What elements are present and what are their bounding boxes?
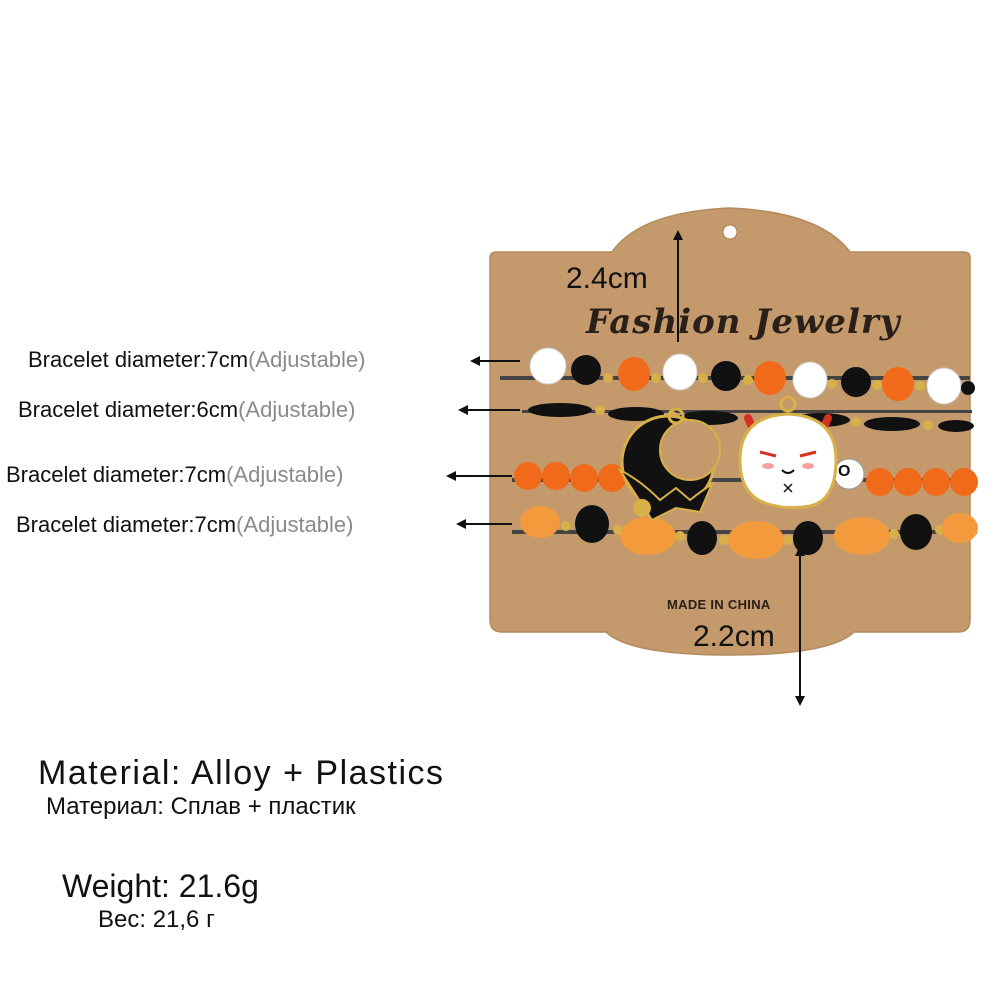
card-dimension-label: 2.4cm: [566, 262, 648, 295]
ghost-pendant: [738, 395, 838, 510]
bracelet-3-diameter: Bracelet diameter:7cm: [6, 462, 227, 487]
weight-english: Weight: 21.6g: [62, 868, 259, 904]
pendant-dimension-label: 2.2cm: [693, 620, 775, 653]
bracelet-4: [512, 505, 978, 559]
material-english: Material: Alloy + Plastics: [38, 754, 445, 792]
bracelet-2-label: Bracelet diameter:6cm(Adjustable): [18, 397, 355, 423]
jewelry-card: [489, 207, 971, 656]
bracelet-3-label: Bracelet diameter:7cm(Adjustable): [6, 462, 343, 488]
bracelet-2-adjustable: (Adjustable): [238, 397, 356, 422]
card-hang-hole: [722, 224, 738, 240]
material-russian: Материал: Сплав + пластик: [46, 793, 356, 820]
made-in-label: MADE IN CHINA: [667, 597, 771, 612]
bracelet-1: [500, 347, 975, 405]
bracelet-1-diameter: Bracelet diameter:7cm: [28, 347, 249, 372]
bracelet-2-diameter: Bracelet diameter:6cm: [18, 397, 239, 422]
bracelet-4-diameter: Bracelet diameter:7cm: [16, 512, 237, 537]
bracelet-4-label: Bracelet diameter:7cm(Adjustable): [16, 512, 353, 538]
letter-bead-text: O: [838, 463, 851, 480]
bracelet-3-adjustable: (Adjustable): [226, 462, 344, 487]
weight-russian: Вес: 21,6 г: [98, 906, 215, 933]
bracelet-4-adjustable: (Adjustable): [236, 512, 354, 537]
bracelet-1-adjustable: (Adjustable): [248, 347, 366, 372]
bat-moon-pendant: [617, 407, 721, 522]
card-title: Fashion Jewelry: [586, 302, 901, 342]
bracelet-1-label: Bracelet diameter:7cm(Adjustable): [28, 347, 365, 373]
